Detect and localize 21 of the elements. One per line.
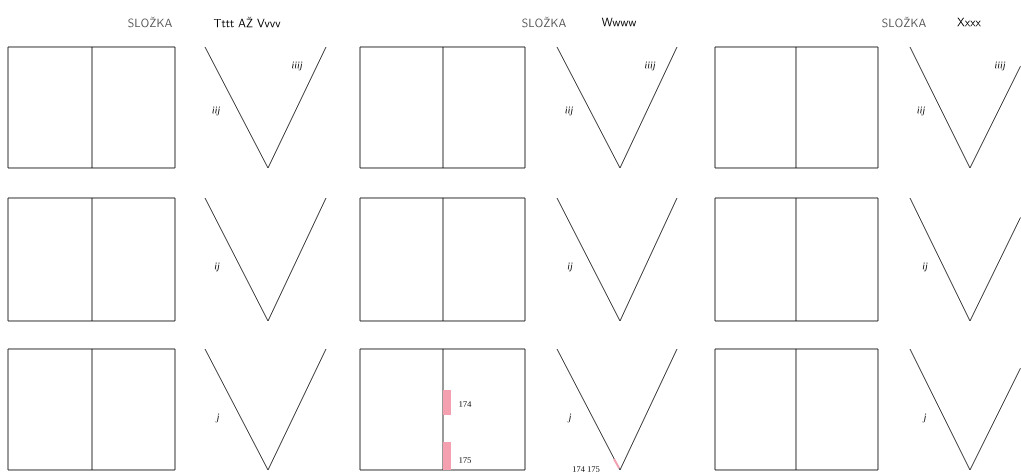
folder-heading: SLOŽKA xyxy=(522,16,566,28)
folder-name: Wwww xyxy=(601,17,637,27)
sheet-label: iiij xyxy=(645,61,656,71)
sheet-label: iij xyxy=(917,106,925,116)
folder-name: Tttt AŽ Vvvv xyxy=(213,16,281,28)
sheet-label: j xyxy=(215,413,220,423)
sheet-label: iiij xyxy=(995,61,1006,71)
sheet-label: ij xyxy=(567,262,573,272)
sheet-label: ij xyxy=(214,262,220,272)
page-number: 174 xyxy=(459,401,472,407)
sheet-label: j xyxy=(567,413,572,423)
sheet-label: iij xyxy=(212,106,220,116)
sheet-label: j xyxy=(922,413,927,423)
page-number: 175 xyxy=(459,457,472,463)
sheet-label: iij xyxy=(565,106,573,116)
folder-name: Xxxx xyxy=(957,17,981,27)
sheet-label: iiij xyxy=(292,61,303,71)
page-number: 174 175 xyxy=(572,466,600,472)
sheet-label: ij xyxy=(922,262,928,272)
folder-heading: SLOŽKA xyxy=(128,16,172,28)
folder-heading: SLOŽKA xyxy=(882,16,926,28)
